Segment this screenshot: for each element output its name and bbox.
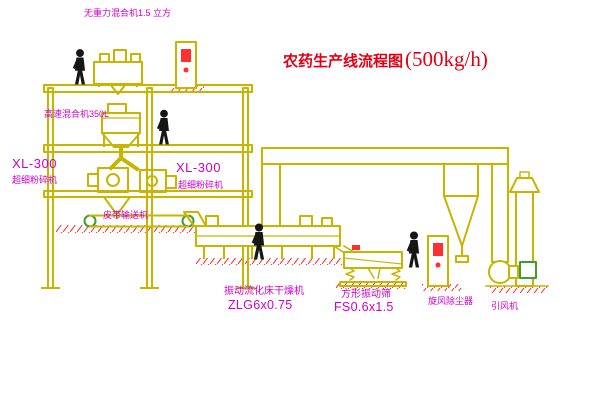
label-screen-name: 方形振动筛 bbox=[341, 289, 391, 300]
dryer-inlet-chute bbox=[183, 211, 207, 227]
worker-figure bbox=[72, 49, 86, 85]
diagram-title: 农药生产线流程图 (500kg/h) bbox=[283, 47, 488, 72]
label-dryer-model: ZLG6x0.75 bbox=[228, 298, 293, 312]
scaffold-structure bbox=[41, 84, 255, 289]
red-marking bbox=[352, 245, 360, 250]
worker-figure bbox=[406, 231, 420, 268]
label-screen-model: FS0.6x1.5 bbox=[334, 300, 394, 314]
label-cyclone: 旋风除尘器 bbox=[428, 296, 474, 306]
high-speed-mixer bbox=[101, 103, 141, 148]
label-crusher-left-name: 超细粉碎机 bbox=[12, 175, 58, 185]
label-top-mixer: 无重力混合机1.5 立方 bbox=[84, 8, 172, 18]
title-capacity: (500kg/h) bbox=[405, 47, 488, 71]
y-distribution-pipe bbox=[108, 145, 140, 172]
label-belt-conveyor: 皮带输送机 bbox=[103, 210, 149, 220]
label-crusher-left-model: XL-300 bbox=[12, 156, 57, 171]
label-fan: 引风机 bbox=[491, 301, 519, 311]
belt-conveyor bbox=[83, 214, 195, 228]
fluid-bed-dryer bbox=[195, 215, 341, 259]
crusher-left bbox=[87, 167, 129, 193]
fan-downpipe bbox=[491, 153, 509, 263]
induced-draft-fan bbox=[485, 260, 549, 287]
gravity-free-mixer bbox=[93, 49, 143, 95]
title-text: 农药生产线流程图 bbox=[283, 53, 404, 70]
vibrating-screen bbox=[339, 251, 407, 287]
crusher-right bbox=[139, 169, 177, 193]
dryer-riser-duct bbox=[261, 153, 281, 229]
worker-figure bbox=[156, 109, 169, 145]
horizontal-duct bbox=[261, 147, 509, 165]
control-cabinet-top bbox=[175, 41, 197, 89]
label-crusher-right-name: 超细粉碎机 bbox=[178, 180, 224, 190]
control-cabinet-ground bbox=[427, 235, 449, 287]
label-high-speed-mixer: 高速混合机350L bbox=[44, 109, 110, 119]
cyclone-separator bbox=[443, 161, 479, 263]
label-dryer-name: 振动流化床干燥机 bbox=[224, 286, 304, 297]
label-crusher-right-model: XL-300 bbox=[176, 160, 221, 175]
